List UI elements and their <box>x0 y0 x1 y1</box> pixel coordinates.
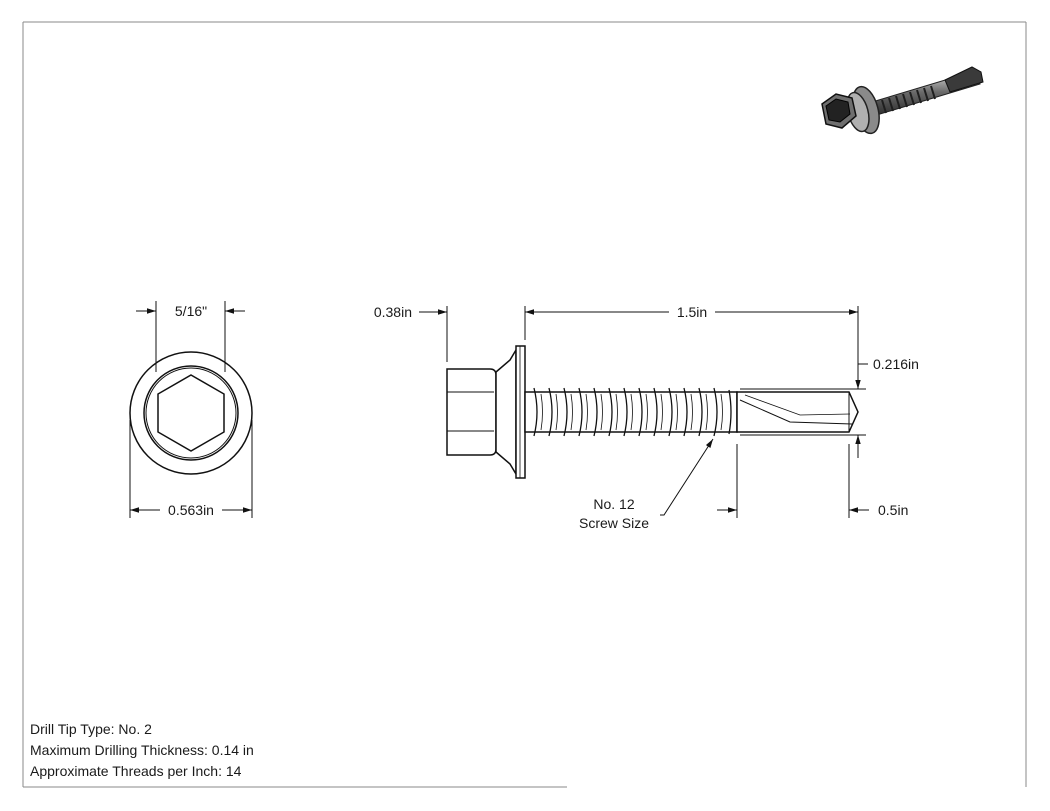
washer-circle <box>143 365 239 461</box>
specification-notes: Drill Tip Type: No. 2 Maximum Drilling T… <box>30 719 254 782</box>
thread-crests <box>533 387 732 437</box>
side-view: 0.38in 1.5in 0.216in 0.5in No. 12 Screw … <box>374 304 919 531</box>
threads-per-inch-note: Approximate Threads per Inch: 14 <box>30 763 242 779</box>
head-outer-circle <box>129 351 253 475</box>
washer <box>495 347 517 477</box>
max-drilling-thickness-note: Maximum Drilling Thickness: 0.14 in <box>30 742 254 758</box>
tip-diameter-label: 0.216in <box>873 356 919 372</box>
hex-socket <box>157 374 225 452</box>
sheet-border <box>22 21 1027 788</box>
screw-size-line1: No. 12 <box>593 496 634 512</box>
drill-tip-type-note: Drill Tip Type: No. 2 <box>30 721 152 737</box>
head-height-label: 0.38in <box>374 304 412 320</box>
screw-size-leader <box>660 438 714 516</box>
hex-head <box>446 368 497 456</box>
hex-size-label: 5/16" <box>175 303 207 319</box>
tip-length-label: 0.5in <box>878 502 908 518</box>
head-diameter-label: 0.563in <box>168 502 214 518</box>
screw-size-line2: Screw Size <box>579 515 649 531</box>
length-label: 1.5in <box>677 304 707 320</box>
hex-washer-head-drilling-screw-icon <box>821 66 984 135</box>
end-view: 5/16" 0.563in <box>129 301 253 518</box>
drill-tip <box>736 391 859 433</box>
